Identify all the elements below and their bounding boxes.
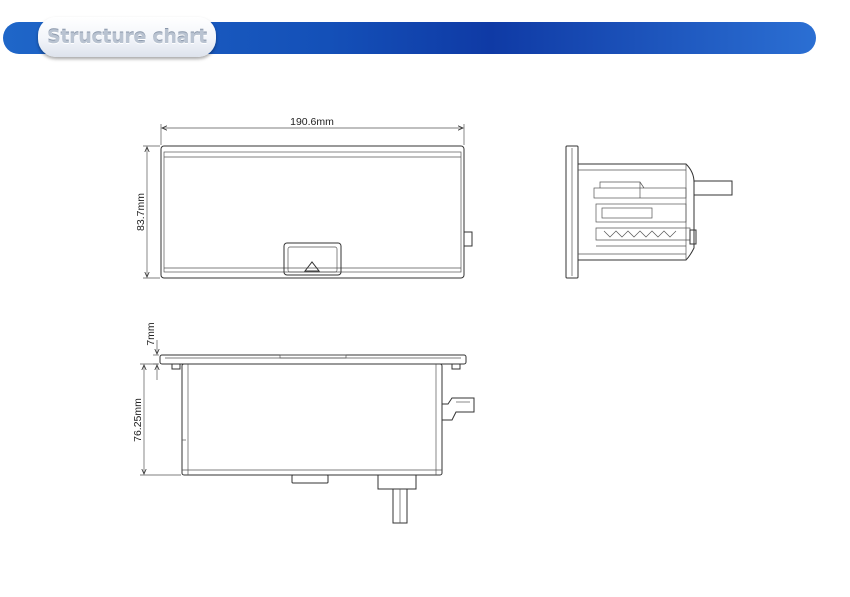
lid-thickness-label: 7mm: [145, 322, 157, 346]
width-dimension-label: 190.6mm: [290, 116, 334, 128]
width-dimension: 190.6mm: [160, 116, 465, 145]
height-dimension: 83.7mm: [135, 145, 160, 279]
open-button-outline: [283, 242, 342, 276]
depth-dimension: 76.25mm: [132, 363, 181, 476]
side-view: [565, 145, 733, 279]
depth-dimension-label: 76.25mm: [132, 398, 144, 442]
height-dimension-label: 83.7mm: [135, 193, 147, 231]
lid-thickness-dimension: 7mm: [145, 322, 159, 380]
header-tab: Structure chart: [38, 17, 216, 57]
arrow-up-icon: [303, 261, 321, 272]
top-view: [160, 145, 473, 279]
header-title: Structure chart: [47, 26, 207, 48]
front-view: [159, 354, 475, 524]
